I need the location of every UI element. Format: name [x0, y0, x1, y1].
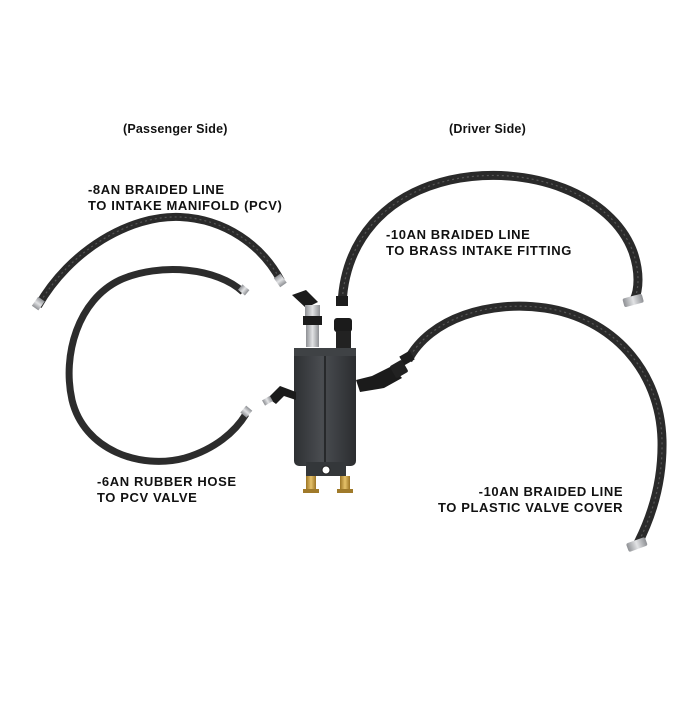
- oil-catch-can: [262, 290, 408, 493]
- hose-end-fitting-icon: [399, 350, 415, 366]
- pcv-intake-braided-line: [31, 212, 287, 311]
- passenger-side-heading: (Passenger Side): [123, 122, 228, 136]
- callout-line-1: -8AN BRAIDED LINE: [88, 182, 225, 197]
- pcv-rubber-hose: [65, 266, 253, 465]
- callout-line-1: -10AN BRAIDED LINE: [478, 484, 624, 499]
- brass-intake-line-label: -10AN BRAIDED LINE TO BRASS INTAKE FITTI…: [386, 227, 572, 259]
- pcv-rubber-hose-label: -6AN RUBBER HOSE TO PCV VALVE: [97, 474, 237, 506]
- hose-end-fitting-icon: [240, 405, 253, 418]
- brass-intake-braided-line: [336, 170, 644, 307]
- callout-line-1: -10AN BRAIDED LINE: [386, 227, 531, 242]
- hose-clamp-icon: [626, 537, 648, 552]
- inlet-fitting-icon: [292, 290, 322, 347]
- valve-cover-braided-line: [399, 301, 667, 552]
- hose-end-fitting-icon: [273, 273, 287, 288]
- callout-line-2: TO INTAKE MANIFOLD (PCV): [88, 198, 283, 213]
- hose-end-fitting-icon: [336, 296, 348, 306]
- pcv-intake-line-label: -8AN BRAIDED LINE TO INTAKE MANIFOLD (PC…: [88, 182, 282, 214]
- brass-drain-fitting-icon: [303, 476, 353, 493]
- driver-side-heading: (Driver Side): [449, 122, 526, 136]
- callout-line-1: -6AN RUBBER HOSE: [97, 474, 237, 489]
- side-fitting-left-icon: [262, 386, 296, 406]
- valve-cover-line-label: -10AN BRAIDED LINE TO PLASTIC VALVE COVE…: [438, 484, 623, 516]
- callout-line-2: TO BRASS INTAKE FITTING: [386, 243, 572, 258]
- outlet-fitting-icon: [334, 318, 352, 349]
- hose-end-fitting-icon: [31, 296, 45, 311]
- hose-clamp-icon: [622, 293, 644, 307]
- side-fitting-right-icon: [356, 360, 408, 392]
- callout-line-2: TO PLASTIC VALVE COVER: [438, 500, 624, 515]
- callout-line-2: TO PCV VALVE: [97, 490, 198, 505]
- hose-end-fitting-icon: [238, 284, 250, 296]
